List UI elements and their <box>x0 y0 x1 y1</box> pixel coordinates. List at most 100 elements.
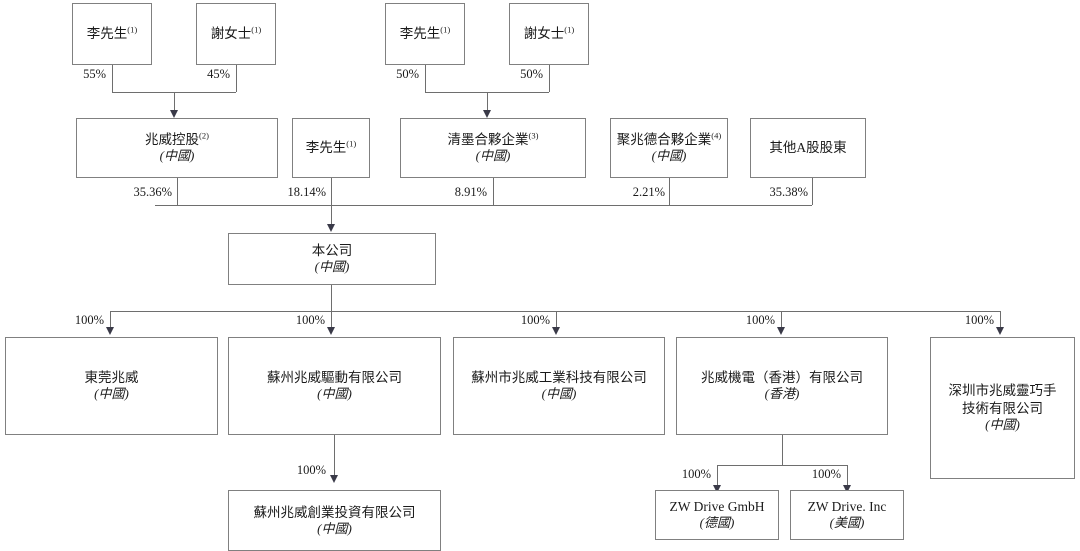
arrow-to-suzhou-venture <box>329 475 338 483</box>
node-location: (德國) <box>699 515 735 531</box>
node-location: (香港) <box>764 386 800 402</box>
arrow-to-dongguan <box>105 327 114 335</box>
node-location: (中國) <box>541 386 577 402</box>
arrow-to-qingmo <box>482 110 491 118</box>
node-the-company[interactable]: 本公司 (中國) <box>228 233 436 285</box>
edge-to-suzhou-industrial <box>556 311 557 329</box>
node-location: (美國) <box>829 515 865 531</box>
edge-company-down <box>331 285 332 311</box>
edge-xie-a-down <box>236 65 237 92</box>
pct-company-to-suzhou-industrial: 100% <box>520 313 550 327</box>
node-label: 蘇州市兆威工業科技有限公司 <box>471 370 647 386</box>
node-li-group-b[interactable]: 李先生(1) <box>385 3 465 65</box>
node-zw-drive-gmbh[interactable]: ZW Drive GmbH (德國) <box>655 490 779 540</box>
pct-suzhou-drive-to-venture: 100% <box>296 463 326 477</box>
node-label: 東莞兆威 <box>84 370 139 386</box>
pct-company-to-dongguan: 100% <box>74 313 104 327</box>
node-label: 兆威控股(2) <box>145 130 209 148</box>
edge-group-b-stem <box>487 92 488 114</box>
node-label: ZW Drive GmbH <box>669 499 765 515</box>
node-location: (中國) <box>317 520 352 536</box>
pct-holding-to-company: 35.36% <box>133 185 172 199</box>
arrow-to-suzhou-industrial <box>551 327 560 335</box>
edge-company-stem <box>331 205 332 228</box>
pct-other-a-to-company: 35.38% <box>769 185 808 199</box>
node-other-a-shareholders[interactable]: 其他A股股東 <box>750 118 866 178</box>
edge-li-direct-down <box>331 178 332 205</box>
node-label: 其他A股股東 <box>769 140 847 156</box>
pct-company-to-hk: 100% <box>745 313 775 327</box>
edge-xie-b-down <box>549 65 550 92</box>
node-shenzhen-dexterous-hand[interactable]: 深圳市兆威靈巧手 技術有限公司 (中國) <box>930 337 1075 479</box>
edge-to-suzhou-drive <box>331 311 332 329</box>
edge-hk-split-bus <box>717 465 847 466</box>
edge-to-dongguan <box>110 311 111 329</box>
node-label: 蘇州兆威創業投資有限公司 <box>253 504 416 520</box>
node-suzhou-zhaowei-drive[interactable]: 蘇州兆威驅動有限公司 (中國) <box>228 337 441 435</box>
node-location: (中國) <box>159 148 195 164</box>
node-location: (中國) <box>651 148 687 164</box>
node-dongguan-zhaowei[interactable]: 東莞兆威 (中國) <box>5 337 218 435</box>
edge-hk-down <box>782 435 783 465</box>
node-location: (中國) <box>314 259 350 275</box>
edge-li-a-down <box>112 65 113 92</box>
pct-li-direct-to-company: 18.14% <box>287 185 326 199</box>
arrow-to-hk <box>776 327 785 335</box>
arrow-to-holding <box>169 110 178 118</box>
node-label: 兆威機電（香港）有限公司 <box>701 370 863 386</box>
arrow-to-zw-gmbh <box>712 485 721 493</box>
pct-xie-a-to-holding: 45% <box>207 67 230 81</box>
edge-subsidiary-dist-bus <box>110 311 1000 312</box>
arrow-to-company <box>326 224 335 232</box>
pct-juzhaode-to-company: 2.21% <box>632 185 665 199</box>
edge-to-shenzhen <box>1000 311 1001 329</box>
pct-company-to-suzhou-drive: 100% <box>295 313 325 327</box>
node-li-group-a[interactable]: 李先生(1) <box>72 3 152 65</box>
edge-holding-down <box>177 178 178 205</box>
edge-group-a-stem <box>174 92 175 114</box>
pct-hk-to-gmbh: 100% <box>681 467 711 481</box>
node-location: (中國) <box>317 386 352 402</box>
node-qingmo-partnership[interactable]: 清墨合夥企業(3) (中國) <box>400 118 586 178</box>
node-hk-electromechanical[interactable]: 兆威機電（香港）有限公司 (香港) <box>676 337 888 435</box>
node-label: 謝女士(1) <box>210 24 262 42</box>
edge-li-b-down <box>425 65 426 92</box>
node-label: 謝女士(1) <box>523 24 575 42</box>
node-location: (中國) <box>475 148 511 164</box>
node-location: (中國) <box>985 416 1020 432</box>
node-suzhou-venture-investment[interactable]: 蘇州兆威創業投資有限公司 (中國) <box>228 490 441 551</box>
node-zw-drive-inc[interactable]: ZW Drive. Inc (美國) <box>790 490 904 540</box>
pct-hk-to-inc: 100% <box>811 467 841 481</box>
edge-other-a-down <box>812 178 813 205</box>
node-xie-group-b[interactable]: 謝女士(1) <box>509 3 589 65</box>
edge-company-collect-bus <box>155 205 812 206</box>
node-label: 清墨合夥企業(3) <box>447 130 539 148</box>
node-label: 李先生(1) <box>86 24 138 42</box>
node-zhaowei-holding[interactable]: 兆威控股(2) (中國) <box>76 118 278 178</box>
node-label: 聚兆德合夥企業(4) <box>616 130 722 148</box>
node-li-direct[interactable]: 李先生(1) <box>292 118 370 178</box>
pct-li-a-to-holding: 55% <box>83 67 106 81</box>
arrow-to-suzhou-drive <box>326 327 335 335</box>
node-label: 李先生(1) <box>305 138 357 156</box>
node-label: 李先生(1) <box>399 24 451 42</box>
pct-li-b-to-qingmo: 50% <box>396 67 419 81</box>
pct-company-to-shenzhen: 100% <box>964 313 994 327</box>
arrow-to-shenzhen <box>995 327 1004 335</box>
pct-qingmo-to-company: 8.91% <box>454 185 487 199</box>
node-juzhaode-partnership[interactable]: 聚兆德合夥企業(4) (中國) <box>610 118 728 178</box>
node-suzhou-industrial-tech[interactable]: 蘇州市兆威工業科技有限公司 (中國) <box>453 337 665 435</box>
pct-xie-b-to-qingmo: 50% <box>520 67 543 81</box>
edge-juzhaode-down <box>669 178 670 205</box>
edge-qingmo-down <box>493 178 494 205</box>
node-label: 深圳市兆威靈巧手 技術有限公司 <box>948 383 1057 416</box>
edge-hk-to-gmbh <box>717 465 718 487</box>
node-label: 本公司 <box>311 243 353 259</box>
node-location: (中國) <box>94 386 129 402</box>
node-xie-group-a[interactable]: 謝女士(1) <box>196 3 276 65</box>
edge-hk-to-inc <box>847 465 848 487</box>
arrow-to-zw-inc <box>842 485 851 493</box>
edge-suzhou-drive-down <box>334 435 335 477</box>
node-label: ZW Drive. Inc <box>807 499 887 515</box>
